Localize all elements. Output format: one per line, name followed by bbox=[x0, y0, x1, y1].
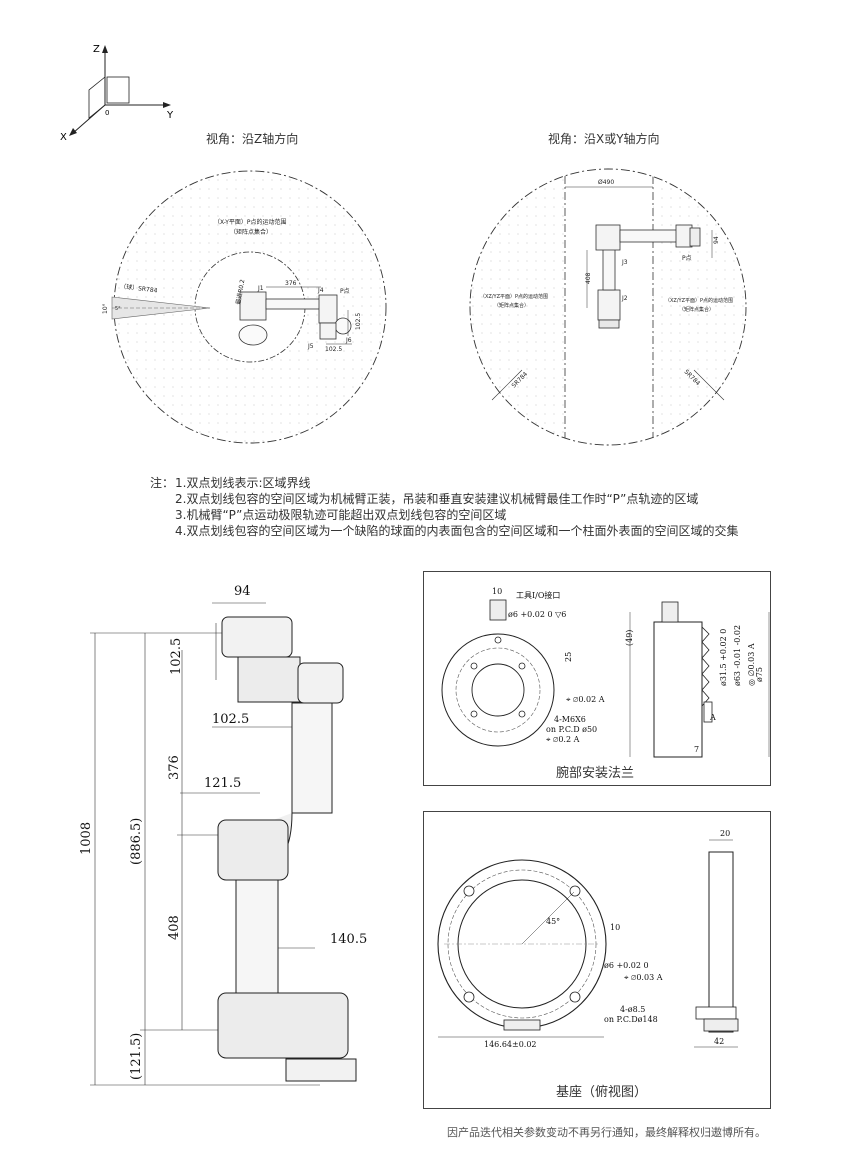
wrist-flange-caption: 腕部安装法兰 bbox=[556, 766, 635, 781]
z-angle-outer: 10° bbox=[102, 303, 109, 314]
axis-x-label: X bbox=[60, 132, 67, 143]
wf-tol2: ⌖ ∅0.2 A bbox=[546, 735, 580, 744]
base-caption: 基座（俯视图） bbox=[556, 1085, 648, 1100]
note-item: 2.双点划线包容的空间区域为机械臂正装，吊装和垂直安装建议机械臂最佳工作时“P”… bbox=[175, 492, 699, 506]
arm-d140-5: 140.5 bbox=[330, 932, 367, 947]
wf-tol3: ◎ ∅0.03 A bbox=[747, 643, 756, 686]
wf-d49: (49) bbox=[625, 630, 634, 646]
wrist-flange-drawing: 10 工具I/O接口 ø6 +0.02 0 ▽6 25 ⌖ ∅0.02 A 4-… bbox=[441, 587, 770, 758]
axis-origin-label: 0 bbox=[105, 109, 109, 117]
coordinate-axes: Z Y X 0 bbox=[60, 44, 174, 143]
z-dim-102-5b: 102.5 bbox=[325, 346, 342, 353]
axis-z-label: Z bbox=[93, 44, 100, 55]
z-angle-inner: 5° bbox=[115, 306, 121, 312]
arm-d102-5-mid: 102.5 bbox=[212, 712, 249, 727]
xy-dim-94: 94 bbox=[713, 236, 720, 244]
wf-d10: 10 bbox=[492, 587, 502, 596]
arm-d121-5-base: (121.5) bbox=[129, 1033, 144, 1080]
xy-j2: J2 bbox=[621, 295, 628, 302]
xy-p-point: P点 bbox=[682, 254, 692, 262]
z-j4: J4 bbox=[317, 287, 324, 294]
wf-tool-io: 工具I/O接口 bbox=[516, 590, 560, 600]
z-j5: J5 bbox=[307, 343, 314, 350]
arm-side-view: 94 102.5 102.5 376 121.5 1008 (886.5) 40… bbox=[79, 584, 367, 1086]
base-pcd: on P.C.Dø148 bbox=[604, 1015, 658, 1024]
wf-bolts: 4-M6X6 bbox=[554, 715, 586, 724]
wf-datum: A bbox=[709, 713, 716, 722]
arm-d102-5-top: 102.5 bbox=[169, 638, 184, 675]
xy-j3: J3 bbox=[621, 259, 628, 266]
base-d20: 20 bbox=[720, 829, 730, 838]
wrist-flange-panel: 10 工具I/O接口 ø6 +0.02 0 ▽6 25 ⌖ ∅0.02 A 4-… bbox=[423, 571, 771, 786]
note-item: 4.双点划线包容的空间区域为一个缺陷的球面的内表面包含的空间区域和一个柱面外表面… bbox=[175, 524, 739, 538]
wf-d31-5: ø31.5 +0.02 0 bbox=[719, 629, 728, 686]
base-d42: 42 bbox=[714, 1037, 724, 1046]
view-z-title: 视角：沿Z轴方向 bbox=[206, 132, 299, 146]
arm-d408: 408 bbox=[167, 915, 182, 940]
view-xy-diagram: Ø490 94 408 J2 J3 P点 （XZ/YZ平面）P点的运动范围 （矩… bbox=[469, 168, 747, 446]
axis-y-label: Y bbox=[166, 110, 174, 121]
z-range-title: （X-Y平面）P点的运动范围 bbox=[214, 218, 287, 226]
z-dim-102-5a: 102.5 bbox=[355, 313, 362, 330]
base-holes: 4-ø8.5 bbox=[620, 1005, 645, 1014]
z-p-point: P点 bbox=[340, 287, 350, 295]
arm-d94: 94 bbox=[234, 584, 251, 599]
wf-hole: ø6 +0.02 0 ▽6 bbox=[508, 610, 566, 619]
wf-d75: ø75 bbox=[755, 667, 764, 682]
wf-tol1: ⌖ ∅0.02 A bbox=[566, 695, 605, 704]
xy-left-range-title: （XZ/YZ平面）P点的运动范围 bbox=[480, 293, 548, 300]
z-range-sub: （矩阵点集合） bbox=[230, 228, 272, 236]
wf-d7: 7 bbox=[694, 745, 699, 754]
arm-d376: 376 bbox=[167, 755, 182, 780]
base-angle: 45° bbox=[546, 917, 560, 926]
footer-note: 因产品迭代相关参数变动不再另行通知，最终解释权归遨博所有。 bbox=[447, 1126, 766, 1139]
base-d10: 10 bbox=[610, 923, 620, 932]
arm-d121-5: 121.5 bbox=[204, 776, 241, 791]
arm-d1008: 1008 bbox=[79, 822, 94, 855]
view-z-diagram: （X-Y平面）P点的运动范围 （矩阵点集合） （球）SR784 10° 5° 最… bbox=[102, 170, 387, 444]
arm-d886-5: (886.5) bbox=[129, 818, 144, 865]
view-xy-title: 视角：沿X或Y轴方向 bbox=[548, 132, 660, 146]
xy-right-range-title: （XZ/YZ平面）P点的运动范围 bbox=[665, 297, 733, 304]
base-tol: ⌖ ∅0.03 A bbox=[624, 973, 663, 982]
wf-pcd: on P.C.D ø50 bbox=[546, 725, 597, 734]
wf-d25: 25 bbox=[564, 652, 573, 662]
xy-right-range-sub: （矩阵点集合） bbox=[679, 306, 714, 313]
base-panel: 45° 10 ø6 +0.02 0 ⌖ ∅0.03 A 4-ø8.5 on P.… bbox=[423, 811, 771, 1109]
xy-dia: Ø490 bbox=[598, 179, 614, 186]
xy-dim-408: 408 bbox=[585, 272, 592, 284]
xy-left-range-sub: （矩阵点集合） bbox=[494, 302, 529, 309]
base-width: 146.64±0.02 bbox=[484, 1040, 537, 1049]
z-j6: J6 bbox=[345, 337, 352, 344]
z-dim-376: 376 bbox=[285, 280, 297, 287]
note-item: 3.机械臂“P”点运动极限轨迹可能超出双点划线包容的空间区域 bbox=[175, 508, 507, 522]
base-drawing: 45° 10 ø6 +0.02 0 ⌖ ∅0.03 A 4-ø8.5 on P.… bbox=[437, 829, 739, 1049]
notes-prefix: 注： bbox=[150, 476, 175, 490]
z-j1: J1 bbox=[257, 285, 264, 292]
wf-d63: ø63 -0.01 -0.02 bbox=[733, 625, 742, 686]
base-hole: ø6 +0.02 0 bbox=[604, 961, 649, 970]
note-item: 1.双点划线表示:区域界线 bbox=[175, 476, 311, 490]
